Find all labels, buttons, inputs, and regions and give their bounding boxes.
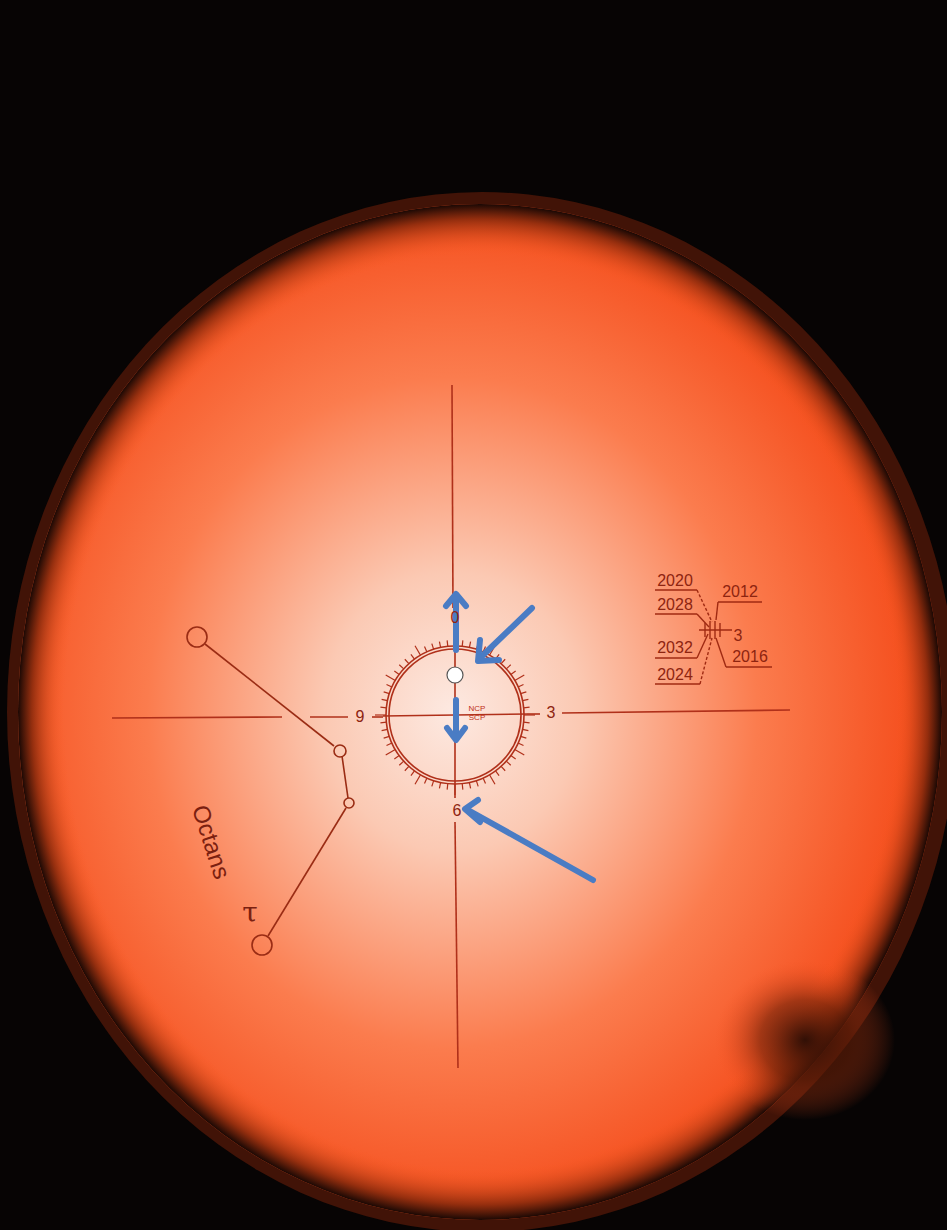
tick-mark [447, 784, 449, 790]
tick-mark [432, 644, 434, 650]
tick-mark [386, 750, 396, 756]
year-label: 2020 [657, 573, 693, 589]
tick-mark [405, 766, 409, 770]
tick-mark [424, 646, 426, 651]
tick-mark [511, 671, 516, 675]
tick-mark [399, 761, 403, 765]
year-label: 2024 [657, 667, 693, 683]
tick-mark [524, 707, 530, 709]
tick-mark [490, 775, 496, 785]
tick-mark [469, 642, 470, 648]
year-label: 2032 [657, 640, 693, 656]
tick-mark [521, 692, 527, 694]
tick-mark [462, 640, 464, 646]
tick-mark [462, 784, 464, 790]
tick-mark [518, 684, 523, 686]
pole-label: SCP [469, 714, 485, 722]
star-label: τ [242, 899, 258, 927]
hour-mark: 3 [547, 705, 556, 721]
tick-mark [515, 675, 525, 681]
tick-mark [506, 761, 510, 765]
hour-mark: 3 [734, 628, 743, 644]
tick-mark [515, 750, 525, 756]
tick-mark [382, 729, 388, 730]
tick-mark [394, 756, 399, 760]
tick-mark [447, 640, 449, 646]
tick-mark [384, 692, 390, 694]
tick-mark [375, 714, 386, 715]
tick-mark [386, 743, 391, 745]
tick-mark [382, 699, 388, 700]
tick-mark [386, 684, 391, 686]
tick-mark [454, 784, 455, 795]
tick-mark [394, 671, 399, 675]
tick-mark [384, 736, 390, 738]
tick-mark [469, 782, 470, 788]
tick-mark [439, 782, 440, 788]
tick-mark [380, 722, 386, 724]
tick-mark [506, 665, 510, 669]
year-label: 2012 [722, 584, 758, 600]
tick-mark [439, 642, 440, 648]
tick-mark [380, 707, 386, 709]
tick-mark [496, 771, 500, 776]
tick-mark [405, 659, 409, 663]
pole-label: NCP [469, 705, 486, 713]
tick-mark [524, 722, 530, 724]
tick-mark [424, 778, 426, 783]
tick-mark [524, 714, 535, 715]
year-label: 2016 [732, 649, 768, 665]
tick-mark [411, 771, 415, 776]
tick-mark [476, 781, 478, 787]
tick-mark [522, 729, 528, 730]
tick-mark [415, 646, 421, 656]
tick-mark [511, 756, 516, 760]
tick-mark [386, 675, 396, 681]
tick-mark [501, 766, 505, 770]
hour-mark: 9 [356, 709, 365, 725]
hour-mark: 6 [453, 803, 462, 819]
year-label: 2028 [657, 597, 693, 613]
tick-mark [518, 743, 523, 745]
tick-mark [399, 665, 403, 669]
tick-mark [483, 778, 485, 783]
tick-mark [432, 781, 434, 787]
hour-mark: 0 [451, 610, 460, 626]
tick-mark [521, 736, 527, 738]
tick-mark [411, 654, 415, 659]
tick-mark [415, 775, 421, 785]
tick-mark [522, 699, 528, 700]
